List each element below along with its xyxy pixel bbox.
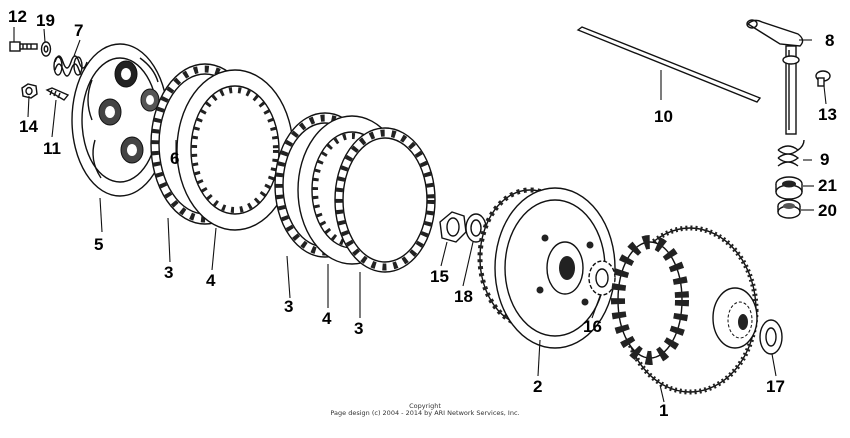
part-label-6: 6: [170, 149, 180, 168]
part-1-clutch-outer: [611, 225, 759, 395]
part-label-3-middle: 3: [284, 297, 294, 316]
part-19-washer: [40, 41, 52, 57]
part-14-nut: [21, 83, 38, 99]
part-label-11: 11: [43, 139, 61, 158]
part-label-1: 1: [659, 401, 669, 420]
part-label-21: 21: [818, 176, 837, 195]
part-3-friction-disc-right: [334, 127, 436, 273]
part-label-16: 16: [583, 317, 602, 336]
part-20-bearing: [777, 199, 801, 219]
copyright-line-2: Page design (c) 2004 - 2014 by ARI Netwo…: [330, 409, 520, 418]
part-label-5: 5: [94, 235, 104, 254]
part-17-thrust-washer: [759, 319, 783, 355]
copyright-notice: Copyright Page design (c) 2004 - 2014 by…: [0, 402, 850, 418]
part-10-push-rod: [576, 26, 762, 103]
part-2-clutch-center: [477, 187, 616, 349]
part-15-lock-nut: [439, 211, 467, 243]
part-9-spring: [777, 139, 805, 167]
part-label-2: 2: [533, 377, 543, 396]
part-label-4-left: 4: [206, 271, 216, 290]
part-label-3-left: 3: [164, 263, 174, 282]
part-12-screw: [815, 70, 831, 87]
part-label-12: 13: [818, 105, 837, 124]
part-label-20: 20: [818, 201, 837, 220]
part-16-splined-washer: [588, 260, 616, 296]
part-8-lifter-arm: [746, 19, 804, 135]
part-label-15: 15: [430, 267, 449, 286]
leader-lines: [13, 27, 827, 403]
part-21-oil-seal: [775, 176, 803, 200]
part-4-clutch-plate-left: [176, 69, 294, 231]
part-label-3-right: 3: [354, 319, 364, 338]
part-label-19: 19: [36, 11, 55, 30]
part-5-pressure-plate: [71, 43, 169, 197]
part-label-4-middle: 4: [322, 309, 332, 328]
part-label-9: 9: [820, 150, 830, 169]
copyright-line-1: Copyright: [409, 402, 441, 410]
part-label-14: 14: [19, 117, 38, 136]
part-label-8: 8: [825, 31, 835, 50]
part-label-7: 7: [74, 21, 84, 40]
part-label-18: 18: [454, 287, 473, 306]
part-13-bolt: [9, 41, 38, 52]
part-label-17: 17: [766, 377, 785, 396]
part-label-10: 10: [654, 107, 673, 126]
part-11-screw: [45, 87, 70, 101]
part-label-13: 12: [8, 7, 27, 26]
